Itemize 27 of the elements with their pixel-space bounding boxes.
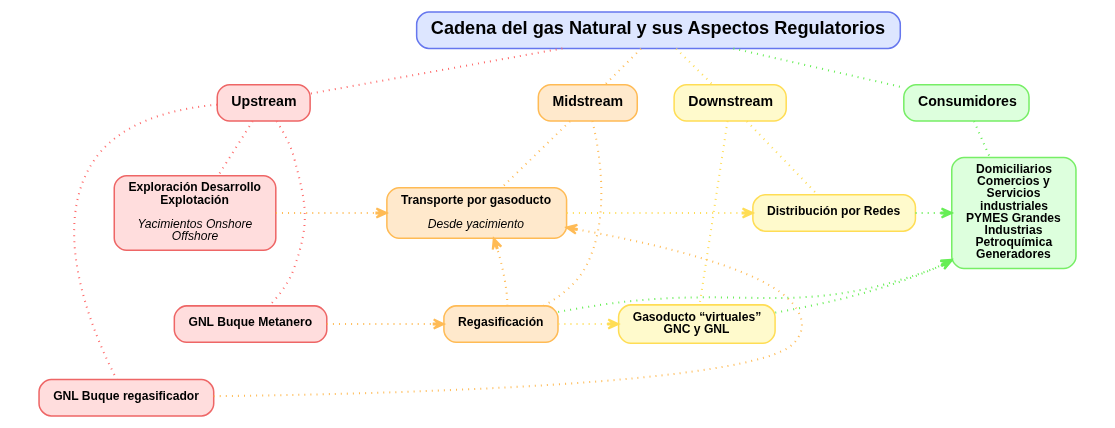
node-box: Cadena del gas Natural y sus Aspectos Regulatorios xyxy=(415,11,902,50)
arrow xyxy=(275,207,388,219)
node-box: Consumidores xyxy=(903,84,1030,122)
node-box: Distribución por Redes xyxy=(752,194,917,232)
arrow xyxy=(491,237,509,306)
node-box: GNL Buque regasificador xyxy=(38,378,215,417)
node-box: Exploración Desarrollo Explotación Yacimientos Onshore Offshore xyxy=(113,174,277,252)
node-box: Gasoducto “virtuales” GNC y GNL xyxy=(617,304,776,344)
node-box: Midstream xyxy=(537,84,638,122)
node-box: Domiciliarios Comercios y Servicios industriales PYMES Grandes Industrias Petroquímica Generadores xyxy=(951,156,1077,270)
connector xyxy=(310,47,563,95)
connector xyxy=(698,121,729,305)
connector xyxy=(675,48,714,86)
connector xyxy=(501,120,571,189)
connector xyxy=(217,120,254,176)
connector xyxy=(973,120,991,158)
node-box: Transporte por gasoducto Desde yacimiento xyxy=(386,187,568,239)
arrow xyxy=(326,318,445,330)
node-box: Regasificación xyxy=(443,305,559,343)
node-box: GNL Buque Metanero xyxy=(173,305,328,343)
arrow xyxy=(915,207,953,219)
node-box: Upstream xyxy=(216,84,311,122)
node-box: Downstream xyxy=(673,84,787,122)
arrow xyxy=(213,223,803,398)
connector xyxy=(604,48,642,86)
arrow xyxy=(566,207,754,219)
arrow xyxy=(558,318,620,330)
